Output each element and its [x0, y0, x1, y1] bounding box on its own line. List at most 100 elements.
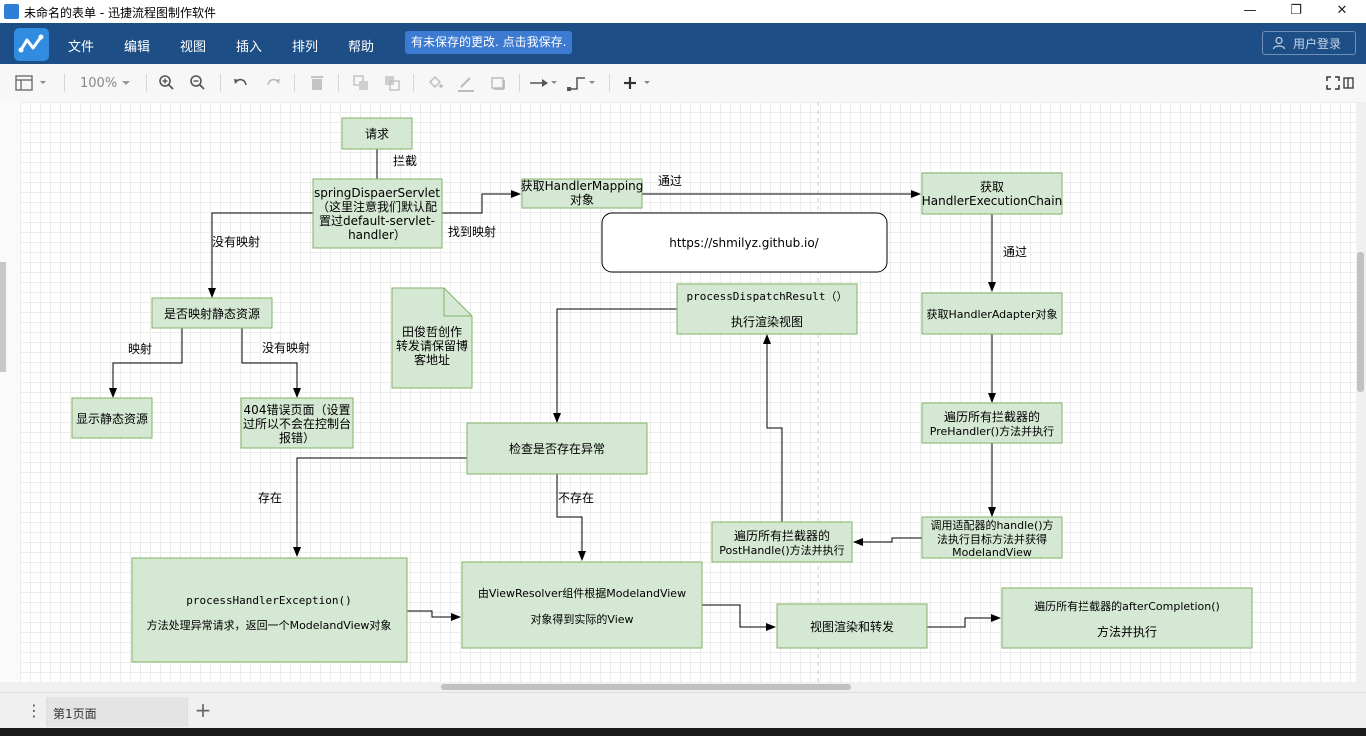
- node-prehandle-label-1: 遍历所有拦截器的: [944, 409, 1040, 424]
- menu-help[interactable]: 帮助: [348, 40, 375, 55]
- os-taskbar: [0, 728, 1366, 736]
- page-bar: ⋮ 第1页面 +: [0, 692, 1366, 729]
- node-get-adapter[interactable]: [921, 292, 1063, 335]
- shadow-icon: [491, 77, 505, 90]
- edge-invoke-posthandle[interactable]: [853, 537, 922, 546]
- panel-toggle-button[interactable]: [14, 73, 50, 93]
- horizontal-scroll-thumb[interactable]: [441, 684, 851, 690]
- edge-render-after[interactable]: [927, 614, 1001, 628]
- menu-edit[interactable]: 编辑: [124, 40, 151, 55]
- delete-button[interactable]: [307, 73, 327, 93]
- close-button[interactable]: ✕: [1336, 3, 1348, 18]
- redo-button[interactable]: [263, 73, 283, 93]
- edge-label-not-exists: 不存在: [558, 491, 594, 505]
- edge-label-found-mapping: 找到映射: [448, 224, 496, 239]
- node-posthandle[interactable]: [711, 521, 853, 563]
- maximize-button[interactable]: ❐: [1290, 3, 1302, 18]
- node-invoke-label-3: ModelandView: [952, 546, 1032, 559]
- node-static-check-label: 是否映射静态资源: [164, 306, 260, 321]
- page-menu-button[interactable]: ⋮: [26, 701, 42, 720]
- edge-check-exception[interactable]: [293, 457, 467, 557]
- edge-static-404[interactable]: [241, 328, 301, 398]
- vertical-scroll-thumb[interactable]: [1357, 252, 1364, 392]
- layout-icon: [15, 75, 46, 91]
- node-view-resolver-label-1: 由ViewResolver组件根据ModelandView: [478, 586, 686, 600]
- node-url[interactable]: [601, 212, 888, 273]
- zoom-out-button[interactable]: [188, 73, 208, 93]
- node-after-completion-label-2: 方法并执行: [1097, 624, 1157, 639]
- node-posthandle-label-1: 遍历所有拦截器的: [734, 528, 830, 543]
- insert-button[interactable]: [620, 73, 656, 93]
- node-prehandle[interactable]: [921, 402, 1063, 444]
- to-back-button[interactable]: [382, 73, 402, 93]
- add-page-button[interactable]: +: [194, 698, 212, 722]
- node-render[interactable]: [776, 603, 928, 649]
- zoom-dropdown-icon[interactable]: [121, 80, 131, 86]
- flowchart[interactable]: 请求 springDispaerServlet （这里注意我们默认配 置过def…: [20, 102, 1356, 682]
- edge-dispatcher-mapping[interactable]: [442, 190, 521, 214]
- node-view-resolver[interactable]: [461, 561, 703, 649]
- line-color-button[interactable]: [456, 73, 476, 93]
- node-static-check[interactable]: [151, 297, 273, 329]
- diagram-canvas[interactable]: 请求 springDispaerServlet （这里注意我们默认配 置过def…: [20, 102, 1356, 682]
- menu-file[interactable]: 文件: [68, 40, 95, 55]
- edge-dispatcher-static[interactable]: [208, 212, 313, 298]
- edge-label-mapped: 映射: [128, 341, 152, 356]
- left-panel-handle[interactable]: [0, 262, 6, 372]
- shadow-button[interactable]: [488, 73, 508, 93]
- node-check-exception[interactable]: [466, 422, 648, 475]
- edge-static-show[interactable]: [109, 328, 183, 398]
- node-after-completion[interactable]: [1001, 587, 1253, 649]
- horizontal-scrollbar[interactable]: [20, 682, 1356, 692]
- node-dispatcher[interactable]: [312, 178, 443, 249]
- zoom-in-button[interactable]: [157, 73, 177, 93]
- menu-view[interactable]: 视图: [180, 40, 207, 55]
- node-dispatcher-label-1: springDispaerServlet: [314, 186, 440, 200]
- edge-check-resolver[interactable]: [556, 474, 586, 561]
- node-show-static[interactable]: [71, 397, 153, 439]
- bring-front-icon: [353, 75, 368, 90]
- node-process-dispatch-label-2: 执行渲染视图: [731, 314, 803, 329]
- node-process-dispatch[interactable]: [676, 283, 858, 335]
- unsaved-changes-button[interactable]: 有未保存的更改. 点击我保存.: [405, 31, 573, 54]
- node-after-completion-label-1: 遍历所有拦截器的afterCompletion(): [1034, 599, 1220, 613]
- fullscreen-button[interactable]: [1323, 73, 1357, 93]
- edge-exception-resolver[interactable]: [407, 610, 461, 621]
- edge-resolver-render[interactable]: [702, 604, 776, 631]
- page-tab-label: 第1页面: [53, 707, 97, 721]
- node-note-label-1: 田俊哲创作: [402, 324, 462, 339]
- edge-label-intercept: 拦截: [393, 154, 417, 168]
- title-bar: 未命名的表单 - 迅捷流程图制作软件 — ❐ ✕: [0, 0, 1366, 23]
- zoom-out-icon: [190, 75, 205, 90]
- zoom-level[interactable]: 100%: [80, 76, 118, 91]
- undo-icon: [234, 78, 247, 86]
- edge-dispatchresult-check[interactable]: [553, 308, 677, 423]
- node-get-chain-label-2: HandlerExecutionChain: [922, 194, 1062, 208]
- login-button[interactable]: 用户登录: [1262, 31, 1356, 55]
- node-invoke-handle[interactable]: [921, 516, 1063, 559]
- node-render-label: 视图渲染和转发: [810, 619, 894, 634]
- waypoints-button[interactable]: [566, 73, 598, 93]
- minimize-button[interactable]: —: [1243, 3, 1257, 18]
- node-handler-exception[interactable]: [131, 557, 408, 663]
- fill-color-button[interactable]: [425, 73, 445, 93]
- node-prehandle-label-2: PreHandler()方法并执行: [930, 424, 1054, 438]
- vertical-scrollbar[interactable]: [1356, 102, 1366, 682]
- node-note[interactable]: [391, 287, 473, 389]
- canvas-area[interactable]: 请求 springDispaerServlet （这里注意我们默认配 置过def…: [0, 102, 1366, 682]
- node-get-mapping[interactable]: [521, 178, 643, 209]
- node-get-chain[interactable]: [921, 172, 1063, 215]
- node-404[interactable]: [240, 397, 354, 449]
- undo-button[interactable]: [231, 73, 251, 93]
- edge-posthandle-dispatchresult[interactable]: [763, 334, 783, 522]
- node-note-label-3: 客地址: [414, 352, 450, 367]
- node-404-label-2: 过所以不会在控制台: [243, 416, 351, 431]
- to-front-button[interactable]: [351, 73, 371, 93]
- menu-insert[interactable]: 插入: [236, 40, 263, 55]
- node-request-label: 请求: [365, 127, 389, 141]
- edge-label-pass-2: 通过: [1003, 245, 1027, 259]
- node-request[interactable]: [341, 117, 413, 150]
- connection-style-button[interactable]: [528, 73, 560, 93]
- menu-arrange[interactable]: 排列: [292, 40, 319, 55]
- page-tab-1[interactable]: 第1页面: [46, 697, 188, 727]
